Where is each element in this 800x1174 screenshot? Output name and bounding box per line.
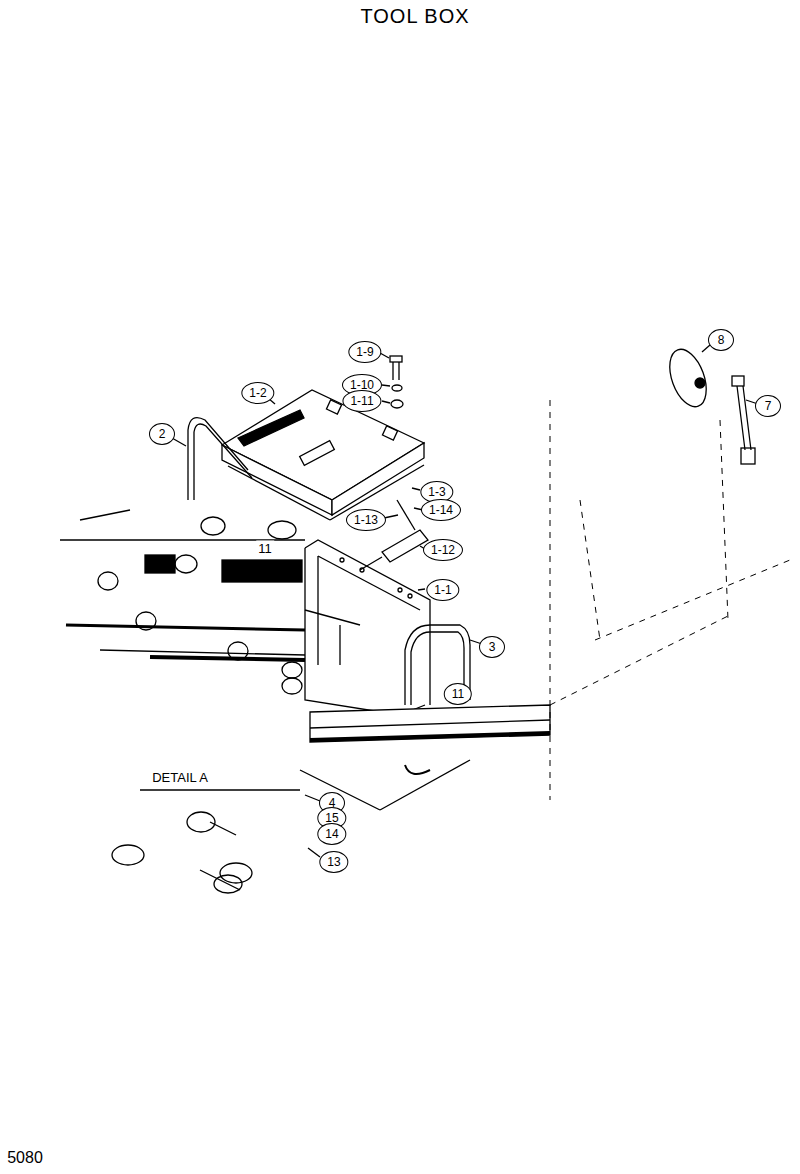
callout-number: 1-1 (426, 579, 459, 601)
part-label: 11 (256, 541, 274, 556)
callout-number: 13 (319, 851, 348, 873)
page-number: 5080 (7, 1150, 43, 1166)
callout-number: 7 (755, 395, 781, 417)
callout-number: 1-9 (348, 341, 381, 363)
callout-number: 1-2 (241, 382, 274, 404)
part-label: DETAIL A (150, 770, 210, 785)
callout-number: 1-13 (346, 509, 386, 531)
callout-number: 2 (149, 423, 175, 445)
callout-number: 11 (444, 683, 472, 705)
diagram-title: TOOL BOX (360, 6, 469, 26)
callout-number: 1-12 (423, 539, 463, 561)
callout-number: 3 (479, 636, 505, 658)
callout-number: 1-11 (342, 390, 381, 412)
callout-number: 14 (317, 823, 346, 845)
callout-number: 1-14 (421, 499, 461, 521)
callout-number: 8 (708, 329, 734, 351)
